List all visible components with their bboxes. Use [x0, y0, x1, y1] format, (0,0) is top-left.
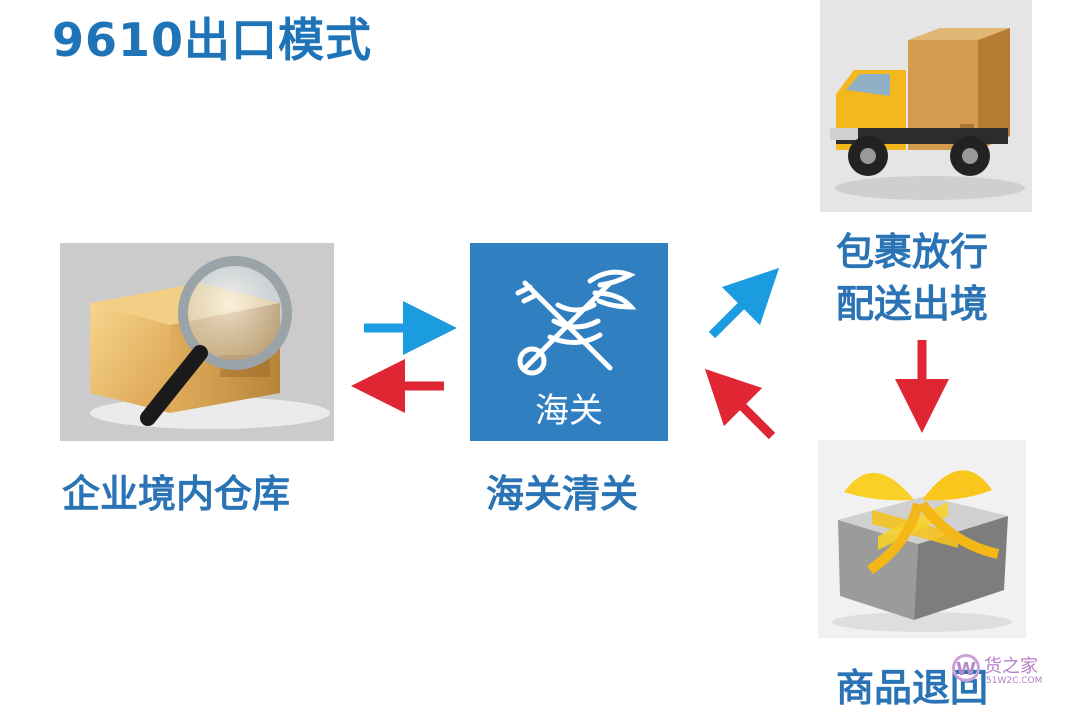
customs-icon-text: 海关 — [535, 391, 603, 431]
page-title: 9610出口模式 — [52, 13, 373, 67]
warehouse-label: 企业境内仓库 — [62, 472, 291, 516]
gift-image — [818, 440, 1026, 638]
watermark-logo-icon: W — [952, 654, 980, 682]
customs-label: 海关清关 — [486, 472, 639, 516]
customs-emblem-icon — [515, 269, 637, 376]
watermark-brand: 货之家 — [984, 656, 1038, 677]
arrow-customs-to-release — [708, 267, 780, 339]
warehouse-image — [60, 243, 334, 441]
customs-box: 海关 — [470, 243, 668, 441]
arrow-return-to-customs — [704, 368, 776, 440]
truck-image — [820, 0, 1032, 212]
watermark-url: 51W2C.COM — [986, 676, 1043, 686]
watermark: W 货之家 51W2C.COM — [952, 648, 1064, 696]
release-label-line1: 包裹放行 — [836, 230, 989, 274]
release-label-line2: 配送出境 — [836, 282, 989, 326]
